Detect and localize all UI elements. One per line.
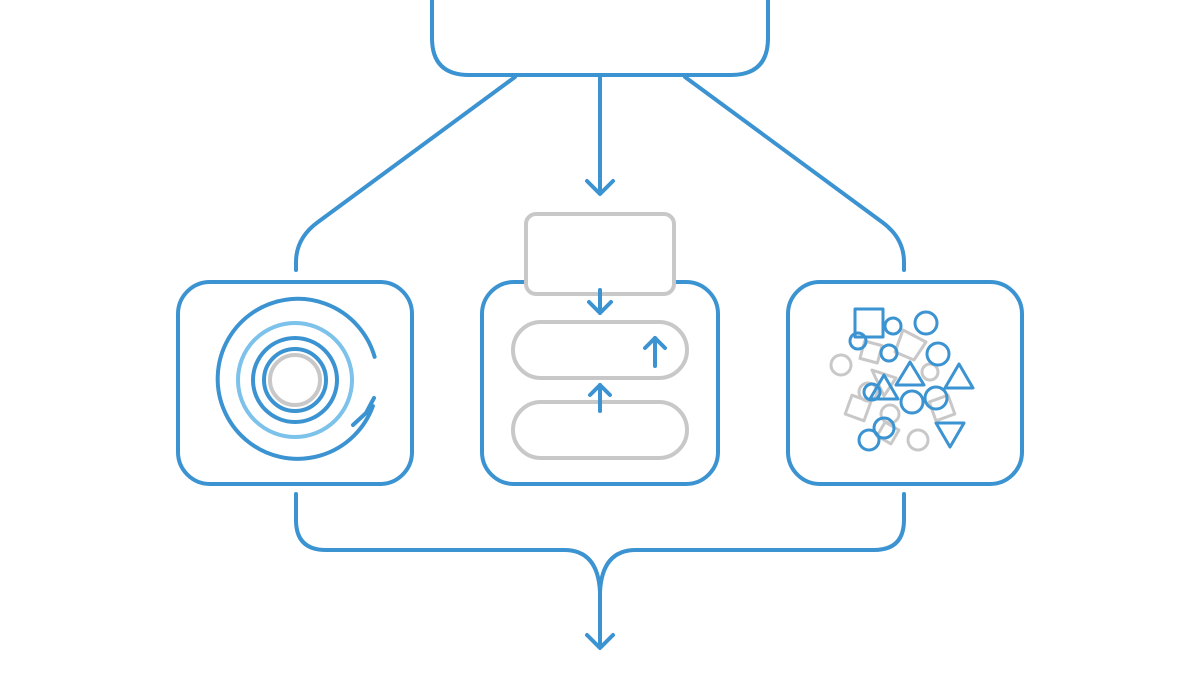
top-node xyxy=(430,0,770,77)
circular-process-node xyxy=(176,280,414,486)
mixed-shapes-node xyxy=(786,280,1024,486)
connector-top-to-left xyxy=(294,75,517,272)
scattered-shapes-icon xyxy=(829,307,975,452)
output-arrow-head-icon xyxy=(585,633,615,650)
concentric-rings-cycle-icon xyxy=(215,296,377,461)
stacked-layers-icon xyxy=(511,212,689,460)
stacked-process-node xyxy=(480,212,720,486)
connector-top-to-middle xyxy=(585,75,615,196)
connector-top-to-right xyxy=(683,75,906,272)
connector-merge-to-output xyxy=(294,492,906,650)
arrow-head-icon xyxy=(585,179,615,196)
